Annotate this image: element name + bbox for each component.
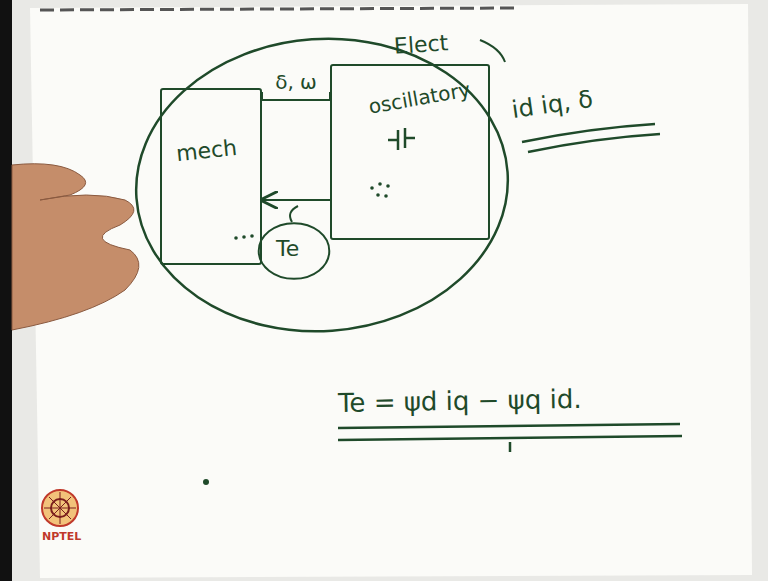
torque-pointer bbox=[290, 206, 298, 222]
current-variables: id iq, δ bbox=[510, 85, 594, 124]
perforation-line bbox=[40, 8, 520, 10]
box-label: Te bbox=[276, 236, 299, 261]
box-label: mech bbox=[175, 135, 238, 166]
dark-edge bbox=[0, 0, 12, 581]
box-label: oscillatory bbox=[367, 77, 472, 118]
logo-text: NPTEL bbox=[42, 530, 81, 543]
edge-label: δ, ω bbox=[273, 70, 319, 94]
ink-dot bbox=[203, 479, 209, 485]
nptel-logo bbox=[42, 490, 78, 526]
torque-equation: Te = ψd iq − ψq id. bbox=[338, 384, 582, 418]
mechanical-box: mech bbox=[160, 88, 262, 265]
paper-sheet bbox=[30, 4, 752, 578]
signal-connector bbox=[262, 99, 330, 101]
system-oval bbox=[126, 26, 517, 343]
presenter-hand bbox=[12, 164, 139, 330]
elect-pointer bbox=[480, 40, 505, 62]
capacitor-symbol bbox=[388, 128, 415, 150]
signal-connector bbox=[262, 199, 330, 201]
double-underline bbox=[338, 124, 682, 452]
box-heading: Elect bbox=[393, 30, 449, 59]
ellipsis-dots bbox=[234, 182, 390, 240]
electrical-box: Electoscillatory bbox=[330, 64, 490, 240]
torque-circle: Te bbox=[258, 222, 330, 280]
